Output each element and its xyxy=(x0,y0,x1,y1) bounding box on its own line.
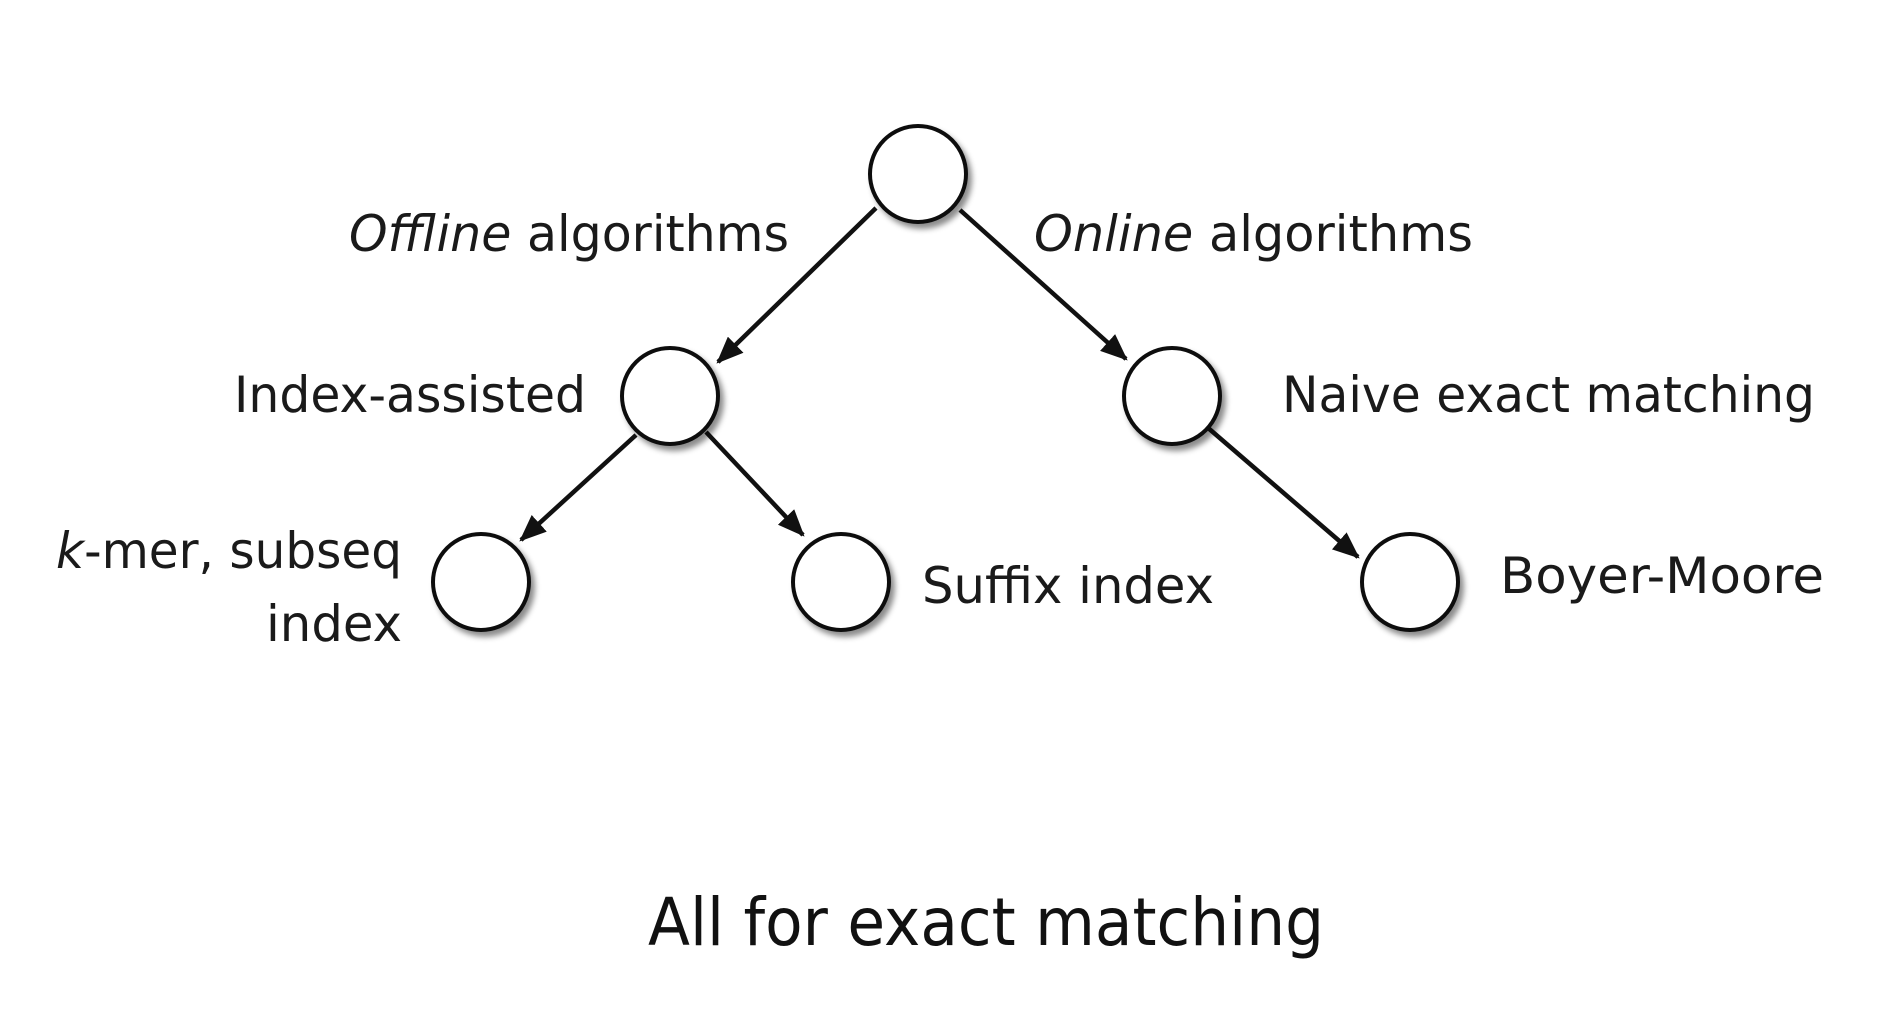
kmer-rest: -mer, subseq xyxy=(84,522,402,580)
suffix-index-label: Suffix index xyxy=(922,557,1214,615)
edge-naive-to-boyer-moore xyxy=(1205,425,1360,559)
edge-root-to-index-assisted xyxy=(716,206,878,364)
naive-exact-matching-label: Naive exact matching xyxy=(1282,366,1815,424)
kmer-subseq-index-node xyxy=(431,532,531,632)
boyer-moore-node xyxy=(1360,532,1460,632)
edge-index-assisted-to-kmer xyxy=(519,433,638,542)
diagram-caption: All for exact matching xyxy=(648,884,1324,961)
index-assisted-label: Index-assisted xyxy=(234,366,586,424)
offline-rest: algorithms xyxy=(511,205,789,263)
kmer-emphasis: k xyxy=(56,522,86,580)
kmer-index-label-line2: index xyxy=(266,595,402,653)
offline-emphasis: Offline xyxy=(349,205,511,263)
index-assisted-node xyxy=(620,346,720,446)
naive-exact-matching-node xyxy=(1122,346,1222,446)
online-emphasis: Online xyxy=(1034,205,1193,263)
offline-algorithms-label: Offline algorithms xyxy=(349,205,789,263)
edge-root-to-naive xyxy=(958,208,1128,361)
root-node xyxy=(868,124,968,224)
suffix-index-node xyxy=(791,532,891,632)
edge-index-assisted-to-suffix xyxy=(704,430,805,537)
online-rest: algorithms xyxy=(1193,205,1473,263)
kmer-subseq-label: k-mer, subseq xyxy=(56,522,402,580)
boyer-moore-label: Boyer-Moore xyxy=(1500,547,1824,605)
online-algorithms-label: Online algorithms xyxy=(1034,205,1473,263)
